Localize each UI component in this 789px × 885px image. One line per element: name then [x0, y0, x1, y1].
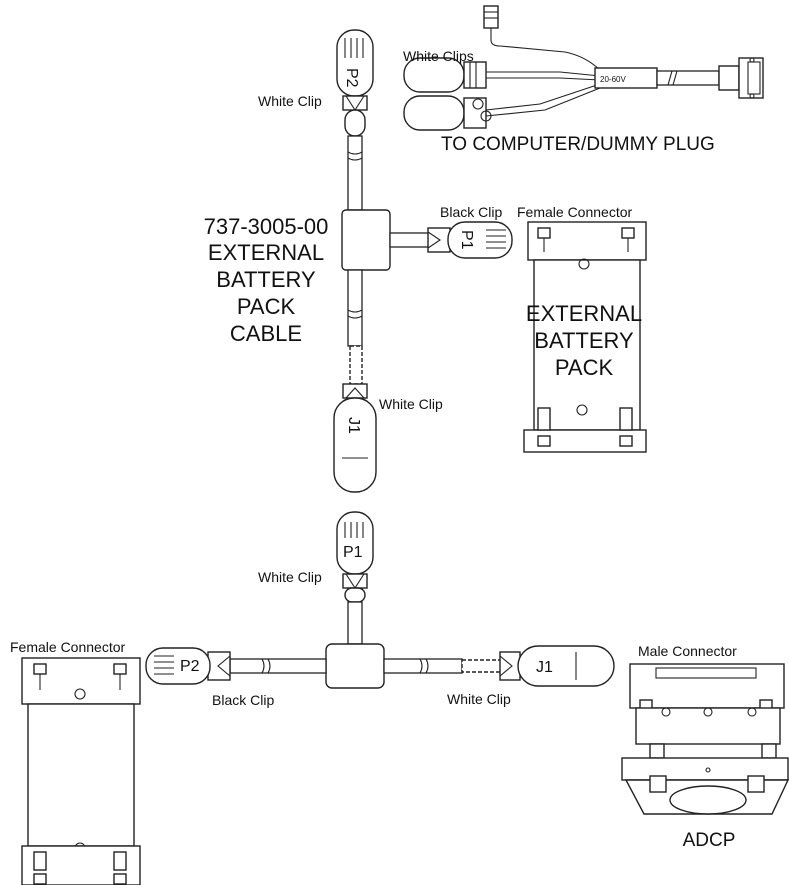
power-lead [490, 28, 601, 71]
label-white-clips-top: White Clips [403, 48, 474, 64]
connector-j1-top: J1 [333, 397, 377, 493]
connector-p2-bottom-label: P2 [180, 658, 200, 675]
label-black-clip-bottom: Black Clip [212, 692, 274, 708]
connector-p2-top-label: P2 [343, 68, 360, 88]
label-male-connector: Male Connector [638, 643, 737, 659]
label-to-computer: TO COMPUTER/DUMMY PLUG [441, 134, 715, 155]
bottom-battery-pack [21, 657, 141, 885]
connector-p1-bottom: P1 [336, 511, 374, 603]
label-black-clip-p1-top: Black Clip [440, 204, 502, 220]
external-battery-pack [523, 221, 647, 453]
label-cable-name-line1: EXTERNAL [208, 240, 324, 265]
connector-j1-bottom: J1 [499, 645, 615, 687]
t-junction-lower [325, 643, 385, 689]
t-junction-upper [341, 209, 391, 271]
power-plug [483, 5, 499, 29]
adcp-instrument [621, 663, 789, 815]
label-battery-line1: EXTERNAL [526, 301, 642, 326]
connector-p1-top: P1 [427, 221, 513, 259]
label-white-clip-j1-bottom: White Clip [447, 691, 511, 707]
label-battery-line2: BATTERY [534, 328, 634, 353]
label-female-connector-bottom: Female Connector [10, 639, 126, 655]
label-cable-name-line3: PACK [237, 294, 296, 319]
label-battery-line3: PACK [555, 355, 614, 380]
label-white-clip-p1-bottom: White Clip [258, 569, 322, 585]
connector-j1-bottom-label: J1 [536, 659, 553, 676]
computer-cable-assembly: 20-60V [403, 5, 764, 131]
connector-p1-bottom-label: P1 [343, 544, 363, 561]
db9-connector [738, 57, 764, 99]
label-female-connector-top: Female Connector [517, 204, 633, 220]
label-cable-name-line4: CABLE [230, 321, 302, 346]
connector-j1-top-label: J1 [345, 417, 362, 434]
connector-p2-top: P2 [336, 29, 374, 137]
label-white-clip-j1-top: White Clip [379, 396, 443, 412]
connector-p1-top-label: P1 [458, 230, 475, 250]
label-white-clip-p2-top: White Clip [258, 93, 322, 109]
label-adcp: ADCP [683, 830, 736, 851]
voltage-label: 20-60V [600, 75, 626, 84]
label-cable-name-line2: BATTERY [216, 267, 316, 292]
connector-p2-bottom: P2 [145, 647, 231, 685]
white-clip-lower [403, 95, 465, 131]
label-cable-part-number: 737-3005-00 [204, 214, 329, 239]
